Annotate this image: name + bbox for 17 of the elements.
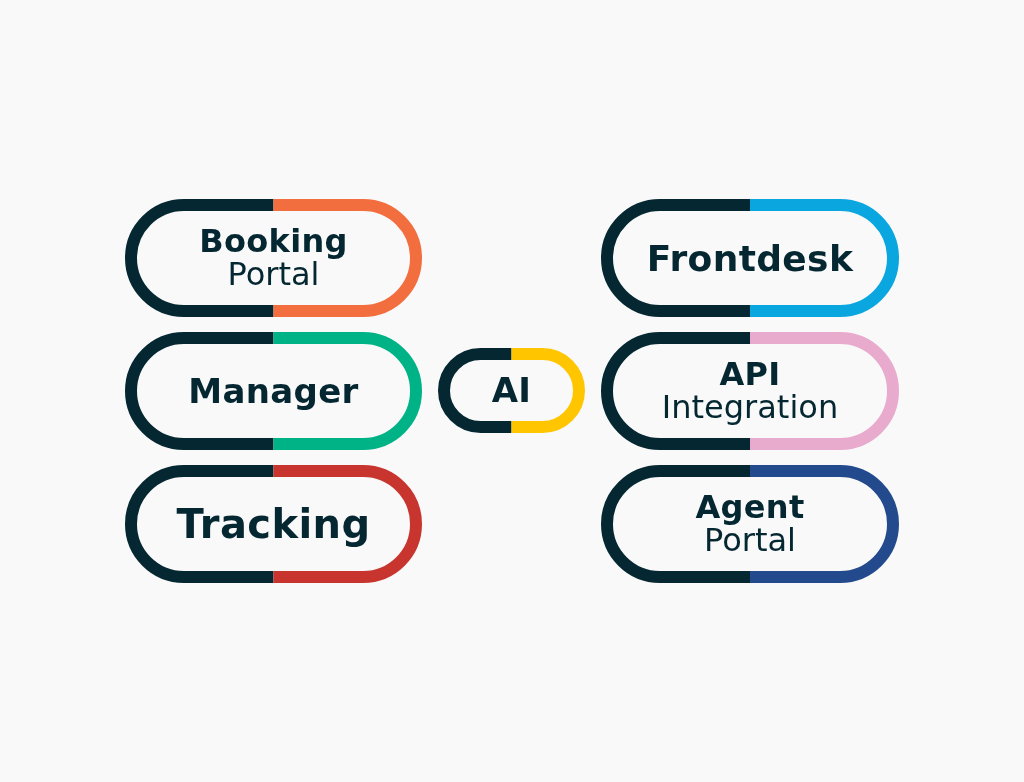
pill-title: AI — [491, 373, 532, 408]
pill-node — [125, 199, 422, 317]
pill-title: Frontdesk — [646, 239, 854, 277]
pill-title: Booking — [199, 225, 348, 258]
pill-subtitle: Portal — [227, 258, 320, 291]
pill-subtitle: Integration — [661, 391, 839, 424]
pill-title: API — [719, 358, 781, 391]
pill-node — [125, 465, 422, 583]
pill-node — [125, 332, 422, 450]
pill-node — [438, 348, 585, 433]
pill-node — [601, 465, 899, 583]
pill-title: Tracking — [176, 503, 371, 545]
pill-title: Manager — [188, 373, 359, 409]
pill-title: Agent — [695, 491, 805, 524]
pill-node — [601, 332, 899, 450]
pill-node — [601, 199, 899, 317]
pill-subtitle: Portal — [704, 524, 796, 557]
